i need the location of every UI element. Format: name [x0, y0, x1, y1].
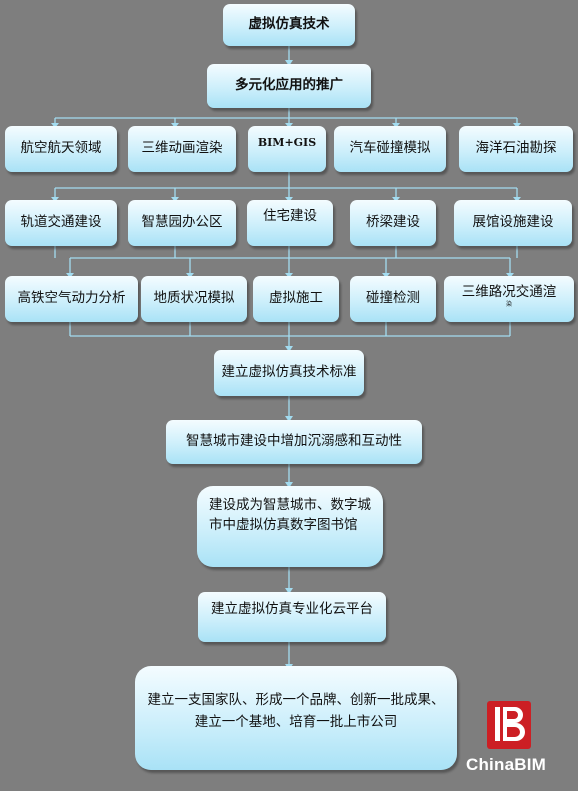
row1-box-ocean-oil: 海洋石油勘探: [459, 126, 573, 172]
step-text: 智慧城市建设中增加沉溺感和互动性: [186, 433, 402, 450]
row1-label: 汽车碰撞模拟: [349, 140, 431, 157]
row2-label: 智慧园办公区: [141, 214, 223, 231]
title-text: 虚拟仿真技术: [248, 16, 330, 33]
row3-box-road-render: 三维路况交通渲 染: [444, 276, 574, 322]
row1-box-aerospace: 航空航天领域: [5, 126, 117, 172]
final-goal-box: 建立一支国家队、形成一个品牌、创新一批成果、 建立一个基地、培育一批上市公司: [135, 666, 457, 770]
row2-label: 展馆设施建设: [472, 214, 554, 231]
title-box: 虚拟仿真技术: [223, 4, 355, 46]
step-smart-city-immersion: 智慧城市建设中增加沉溺感和互动性: [166, 420, 422, 464]
step-text: 建立虚拟仿真专业化云平台: [211, 601, 373, 617]
row3-box-clash-detection: 碰撞检测: [350, 276, 436, 322]
row1-label: 航空航天领域: [20, 140, 102, 157]
row1-label: 三维动画渲染: [141, 140, 223, 157]
row2-label: 桥梁建设: [366, 214, 420, 231]
row2-label: 住宅建设: [263, 208, 317, 224]
step-text: 建立虚拟仿真技术标准: [221, 364, 357, 381]
row3-label: 碰撞检测: [366, 290, 420, 307]
logo-b-icon: [495, 707, 525, 741]
row2-box-bridge: 桥梁建设: [350, 200, 436, 246]
final-line2: 建立一个基地、培育一批上市公司: [194, 713, 398, 730]
row1-label: 海洋石油勘探: [475, 140, 557, 157]
row2-label: 轨道交通建设: [20, 214, 102, 231]
row2-box-housing: 住宅建设: [247, 200, 333, 246]
row2-box-rail-transit: 轨道交通建设: [5, 200, 117, 246]
chinabim-logo-mark: [487, 701, 531, 749]
subtitle-box: 多元化应用的推广: [207, 64, 371, 108]
row3-box-geology: 地质状况模拟: [141, 276, 247, 322]
row1-box-bim-gis: BIM+GIS: [248, 126, 326, 172]
step-cloud-platform: 建立虚拟仿真专业化云平台: [198, 592, 386, 642]
row3-label-wrap: 染: [505, 300, 512, 308]
step-text-line2: 市中虚拟仿真数字图书馆: [209, 516, 358, 533]
final-line1: 建立一支国家队、形成一个品牌、创新一批成果、: [147, 692, 445, 708]
row3-label: 虚拟施工: [269, 290, 323, 307]
row3-label: 三维路况交通渲: [461, 284, 557, 300]
row1-label: BIM+GIS: [257, 136, 317, 149]
subtitle-text: 多元化应用的推广: [235, 77, 343, 94]
row3-label: 高铁空气动力分析: [17, 290, 126, 307]
row3-box-hsr-aero: 高铁空气动力分析: [5, 276, 138, 322]
row1-box-crash-sim: 汽车碰撞模拟: [334, 126, 446, 172]
chinabim-logo-text: ChinaBIM: [466, 755, 546, 774]
step-digital-library: 建设成为智慧城市、数字城 市中虚拟仿真数字图书馆: [197, 486, 383, 567]
row1-box-animation: 三维动画渲染: [128, 126, 236, 172]
step-standard: 建立虚拟仿真技术标准: [214, 350, 364, 396]
step-text-line1: 建设成为智慧城市、数字城: [209, 497, 371, 513]
row3-box-virtual-construction: 虚拟施工: [253, 276, 339, 322]
row3-label: 地质状况模拟: [153, 290, 235, 307]
row2-box-smart-park: 智慧园办公区: [128, 200, 236, 246]
row2-box-exhibition: 展馆设施建设: [454, 200, 572, 246]
